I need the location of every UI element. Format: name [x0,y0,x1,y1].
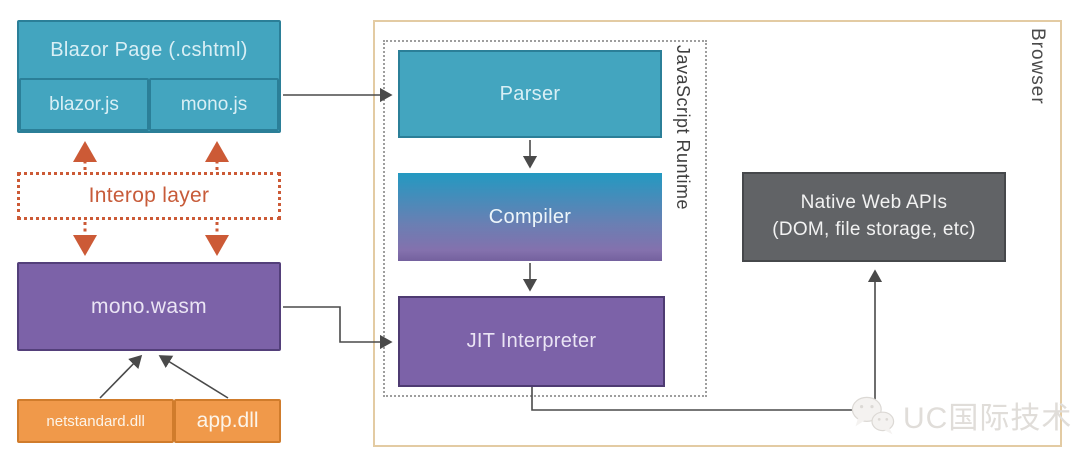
javascript-runtime-label: JavaScript Runtime [673,45,693,211]
compiler-box: Compiler [398,173,662,261]
watermark: UC国际技术 [850,393,1072,437]
mono-wasm-box: mono.wasm [17,262,281,351]
arrow-appdll-to-monowasm [158,355,229,399]
jit-interpreter-box: JIT Interpreter [398,296,665,387]
native-web-apis-box: Native Web APIs (DOM, file storage, etc) [742,172,1006,262]
arrow-netstandard-to-monowasm [99,354,143,399]
browser-label: Browser [1027,28,1048,105]
native-web-apis-line2: (DOM, file storage, etc) [772,219,976,240]
blazor-page-box: Blazor Page (.cshtml) blazor.js mono.js [17,20,281,133]
native-web-apis-line1: Native Web APIs [800,192,948,214]
netstandard-dll-box: netstandard.dll [17,399,175,443]
parser-box: Parser [398,50,662,138]
mono-js-box: mono.js [149,78,279,131]
interop-layer-box: Interop layer [17,172,281,220]
blazor-page-title: Blazor Page (.cshtml) [50,38,248,61]
blazor-scripts-row: blazor.js mono.js [19,78,279,131]
watermark-text: UC国际技术 [903,402,1073,435]
app-dll-box: app.dll [174,399,281,443]
blazor-js-box: blazor.js [19,78,149,131]
wechat-icon [850,394,898,436]
browser-container [373,20,1062,447]
dll-row: netstandard.dll app.dll [17,399,281,443]
